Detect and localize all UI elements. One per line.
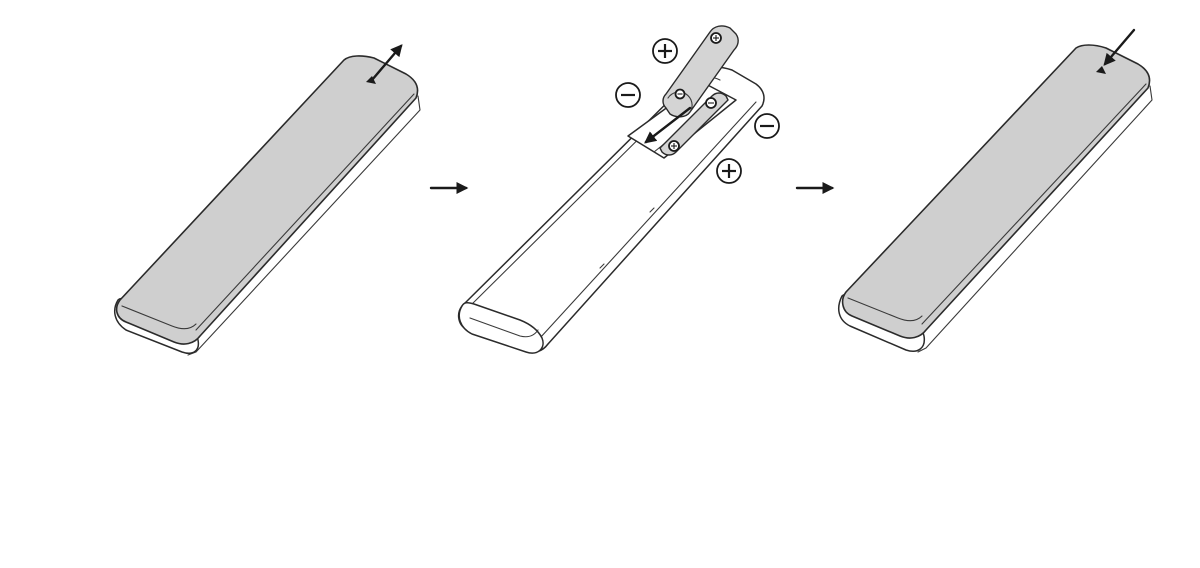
step-2-remote: [457, 25, 780, 354]
step-3-remote: [837, 28, 1153, 353]
plus-symbol: [652, 38, 678, 64]
minus-symbol: [754, 113, 780, 139]
cover-lip: [121, 305, 197, 330]
minus-symbol: [615, 82, 641, 108]
slide-on-arrow: [1103, 28, 1136, 66]
plus-symbol: [716, 158, 742, 184]
cover-triangle-mark: [1096, 66, 1106, 74]
battery-cover: [841, 44, 1151, 339]
cover-side-line: [195, 93, 415, 331]
remote-side-line: [539, 101, 757, 339]
battery-cover: [115, 55, 419, 345]
remote-body-edge: [917, 85, 1153, 353]
slide-off-arrow: [370, 44, 403, 82]
step-1-remote: [113, 44, 421, 356]
insert-arrow: [644, 106, 692, 144]
remote-end-cap: [458, 301, 544, 354]
cover-lip: [847, 297, 923, 322]
cover-side-line: [921, 83, 1147, 325]
